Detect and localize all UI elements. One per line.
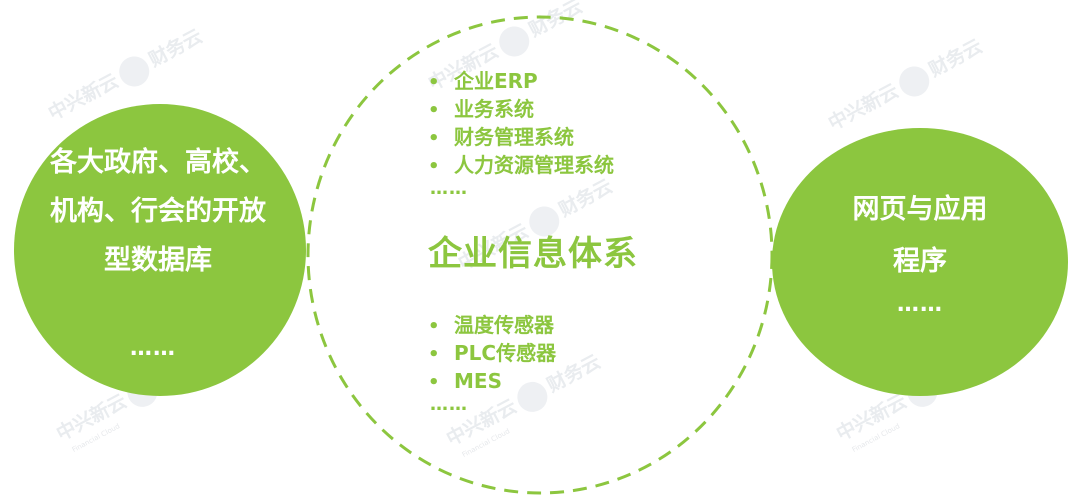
- list-item: • MES: [428, 368, 556, 396]
- right-node-label-line-2: 程序: [893, 246, 947, 277]
- right-circle: [772, 128, 1068, 396]
- list-item: • 企业ERP: [428, 68, 614, 96]
- list-item-text: 业务系统: [454, 97, 534, 121]
- list-item: • PLC传感器: [428, 340, 556, 368]
- center-top-ellipsis: ……: [430, 178, 468, 199]
- bullet-icon: •: [428, 72, 440, 93]
- right-node-ellipsis: ……: [897, 292, 943, 317]
- center-node-title: 企业信息体系: [428, 234, 638, 274]
- list-item-text: 财务管理系统: [454, 125, 574, 149]
- list-item-text: PLC传感器: [454, 341, 557, 365]
- left-node-label: 各大政府、高校、机构、行会的开放型数据库: [50, 147, 266, 276]
- center-bottom-ellipsis: ……: [430, 394, 468, 415]
- bullet-icon: •: [428, 156, 440, 177]
- list-item-text: MES: [454, 369, 502, 393]
- bullet-icon: •: [428, 344, 440, 365]
- center-bottom-list: • 温度传感器 • PLC传感器 • MES: [428, 312, 556, 396]
- right-node-label: 网页与应用 程序: [820, 184, 1020, 288]
- left-node-ellipsis: ……: [130, 336, 176, 361]
- list-item-text: 企业ERP: [454, 69, 538, 93]
- bullet-icon: •: [428, 100, 440, 121]
- list-item: • 财务管理系统: [428, 124, 614, 152]
- left-circle: [14, 104, 306, 396]
- right-node-label-line-1: 网页与应用: [852, 194, 988, 225]
- center-top-list: • 企业ERP • 业务系统 • 财务管理系统 • 人力资源管理系统: [428, 68, 614, 180]
- bullet-icon: •: [428, 128, 440, 149]
- list-item: • 温度传感器: [428, 312, 556, 340]
- list-item-text: 温度传感器: [454, 313, 554, 337]
- bullet-icon: •: [428, 316, 440, 337]
- list-item: • 人力资源管理系统: [428, 152, 614, 180]
- bullet-icon: •: [428, 372, 440, 393]
- list-item-text: 人力资源管理系统: [454, 153, 614, 177]
- list-item: • 业务系统: [428, 96, 614, 124]
